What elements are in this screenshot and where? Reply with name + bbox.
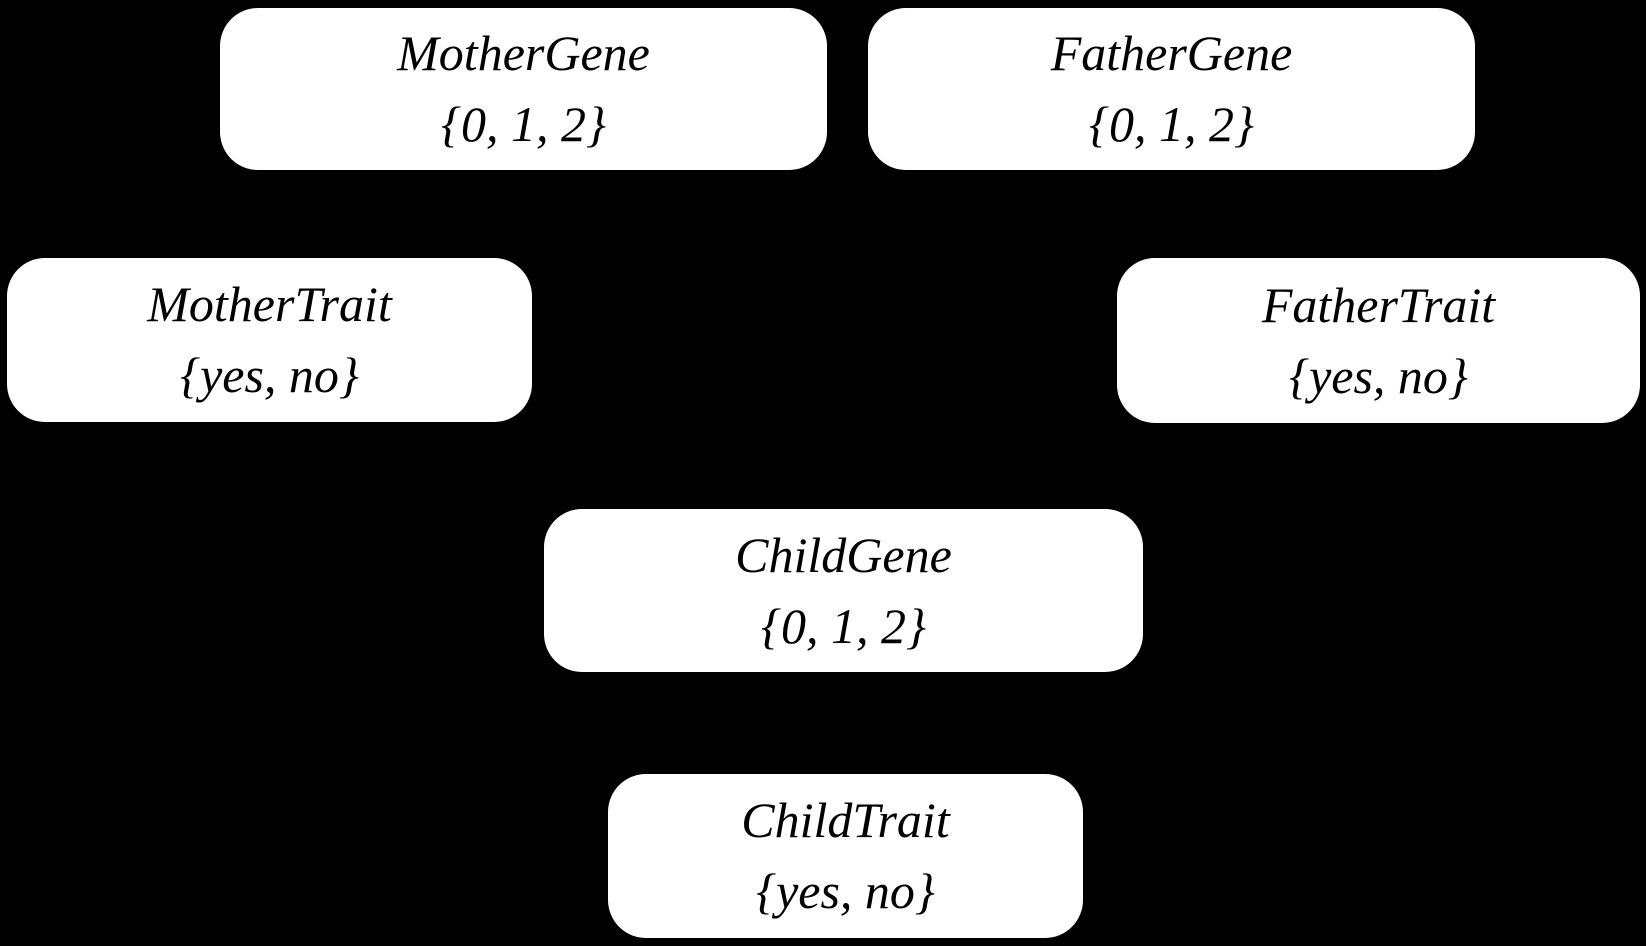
- node-child-gene-title: ChildGene: [735, 526, 952, 583]
- node-child-trait: ChildTrait {yes, no}: [608, 774, 1083, 938]
- node-child-trait-values: {yes, no}: [756, 863, 935, 919]
- node-mother-gene: MotherGene {0, 1, 2}: [220, 8, 827, 170]
- node-child-gene: ChildGene {0, 1, 2}: [544, 509, 1143, 672]
- node-child-trait-title: ChildTrait: [741, 792, 950, 848]
- node-father-trait: FatherTrait {yes, no}: [1117, 258, 1640, 423]
- node-father-trait-values: {yes, no}: [1289, 347, 1468, 404]
- node-mother-gene-title: MotherGene: [397, 25, 650, 81]
- node-mother-gene-values: {0, 1, 2}: [441, 96, 606, 152]
- node-mother-trait-title: MotherTrait: [147, 276, 392, 332]
- node-father-gene-title: FatherGene: [1050, 25, 1293, 81]
- node-father-gene: FatherGene {0, 1, 2}: [868, 8, 1475, 170]
- node-father-gene-values: {0, 1, 2}: [1089, 96, 1254, 152]
- node-father-trait-title: FatherTrait: [1261, 276, 1496, 333]
- node-mother-trait-values: {yes, no}: [180, 347, 359, 403]
- node-child-gene-values: {0, 1, 2}: [761, 597, 926, 654]
- node-mother-trait: MotherTrait {yes, no}: [7, 258, 532, 422]
